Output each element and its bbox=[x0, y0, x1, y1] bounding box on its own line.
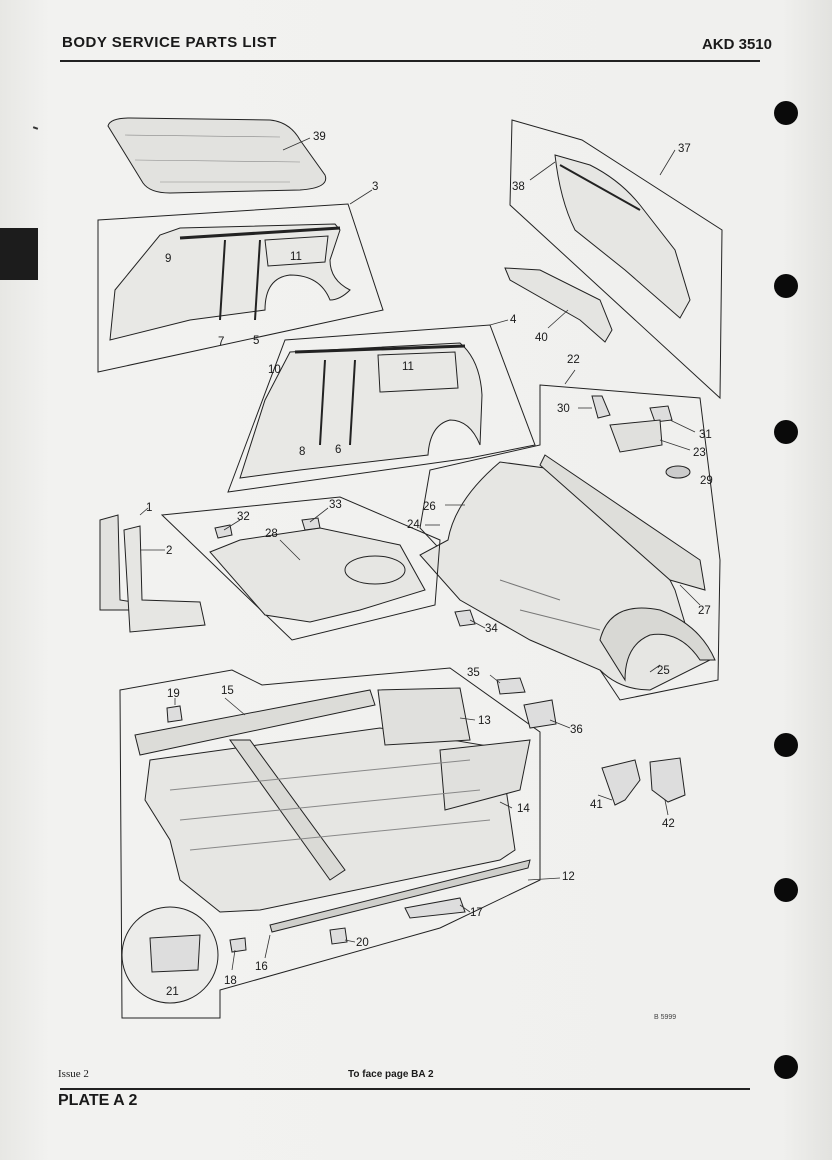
part-40-rear-valance bbox=[504, 267, 613, 343]
binder-hole bbox=[774, 420, 798, 444]
part-4-outline-box bbox=[227, 324, 536, 493]
binder-hole bbox=[774, 733, 798, 757]
plate-title: PLATE A 2 bbox=[58, 1092, 138, 1109]
label-part-5: 5 bbox=[253, 335, 259, 347]
binder-hole bbox=[774, 1055, 798, 1079]
drawing-reference: B 5999 bbox=[654, 1014, 677, 1021]
label-part-31: 31 bbox=[699, 429, 712, 441]
label-part-22: 22 bbox=[567, 354, 580, 366]
part-33-bracket bbox=[301, 517, 321, 531]
label-part-32: 32 bbox=[237, 511, 250, 523]
label-part-12: 12 bbox=[562, 871, 575, 883]
part-41-bracket bbox=[601, 759, 641, 806]
part-4-body-side-panel bbox=[239, 342, 483, 479]
label-part-26: 26 bbox=[423, 501, 436, 513]
part-12-main-floor-assembly bbox=[134, 687, 531, 933]
label-part-10: 10 bbox=[268, 364, 281, 376]
part-1-2-pillar-panels bbox=[99, 514, 206, 633]
label-part-37: 37 bbox=[678, 143, 691, 155]
label-part-9: 9 bbox=[165, 253, 171, 265]
issue-number: Issue 2 bbox=[58, 1068, 89, 1080]
label-part-1: 1 bbox=[146, 502, 152, 514]
label-part-30: 30 bbox=[557, 403, 570, 415]
part-34-bracket bbox=[454, 609, 476, 627]
label-part-34: 34 bbox=[485, 623, 498, 635]
part-32-bracket bbox=[214, 524, 233, 539]
label-part-33: 33 bbox=[329, 499, 342, 511]
label-part-6: 6 bbox=[335, 444, 341, 456]
label-part-35: 35 bbox=[467, 667, 480, 679]
part-22-rear-floor-assembly bbox=[419, 454, 716, 691]
label-part-2: 2 bbox=[166, 545, 172, 557]
label-part-8: 8 bbox=[299, 446, 305, 458]
part-3-body-side-panel bbox=[109, 223, 351, 341]
label-part-16: 16 bbox=[255, 961, 268, 973]
label-part-3: 3 bbox=[372, 181, 378, 193]
part-31-bracket bbox=[649, 405, 673, 423]
label-part-20: 20 bbox=[356, 937, 369, 949]
label-part-42: 42 bbox=[662, 818, 675, 830]
label-part-4: 4 bbox=[510, 314, 517, 326]
label-part-7: 7 bbox=[218, 336, 224, 348]
part-37-outline-box bbox=[509, 119, 723, 400]
label-part-23: 23 bbox=[693, 447, 706, 459]
label-part-11: 11 bbox=[290, 251, 302, 263]
part-30-bracket bbox=[591, 395, 611, 419]
label-part-15: 15 bbox=[221, 685, 234, 697]
part-18-bracket bbox=[229, 937, 247, 953]
leader-lines bbox=[139, 137, 701, 971]
binder-hole bbox=[774, 101, 798, 125]
label-part-41: 41 bbox=[590, 799, 603, 811]
header-rule bbox=[60, 60, 760, 62]
label-part-13: 13 bbox=[478, 715, 491, 727]
label-part-38: 38 bbox=[512, 181, 525, 193]
part-39-rear-window-glass bbox=[107, 117, 327, 194]
part-35-bracket bbox=[496, 677, 526, 695]
part-42-bracket bbox=[649, 757, 686, 803]
label-part-17: 17 bbox=[470, 907, 483, 919]
label-part-39: 39 bbox=[313, 131, 326, 143]
label-part-25: 25 bbox=[657, 665, 670, 677]
label-part-40: 40 bbox=[535, 332, 548, 344]
label-part-21: 21 bbox=[166, 986, 179, 998]
label-part-28: 28 bbox=[265, 528, 278, 540]
part-20-bracket bbox=[329, 927, 348, 945]
binder-hole bbox=[774, 878, 798, 902]
part-12-outline-box bbox=[119, 667, 541, 1019]
part-29-plug bbox=[665, 465, 691, 479]
footer-rule bbox=[60, 1088, 750, 1090]
part-28-rear-floor-pan bbox=[209, 527, 426, 623]
part-17-rail bbox=[404, 897, 466, 919]
label-part-29: 29 bbox=[700, 475, 713, 487]
part-36-bracket bbox=[523, 699, 557, 729]
part-3-outline-box bbox=[97, 203, 384, 373]
part-23-battery-box bbox=[609, 419, 663, 453]
part-28-outline-box bbox=[160, 496, 441, 641]
label-part-36: 36 bbox=[570, 724, 583, 736]
label-part-19: 19 bbox=[167, 688, 180, 700]
section-tab-marker bbox=[0, 228, 38, 280]
part-37-rear-panel bbox=[554, 154, 691, 319]
page-title: BODY SERVICE PARTS LIST bbox=[62, 34, 277, 51]
document-code: AKD 3510 bbox=[701, 36, 772, 53]
label-part-27: 27 bbox=[698, 605, 711, 617]
label-part-11b: 11 bbox=[402, 361, 414, 373]
part-21-clip bbox=[149, 934, 201, 973]
binder-hole bbox=[774, 274, 798, 298]
label-part-14: 14 bbox=[517, 803, 530, 815]
part-19-bracket bbox=[166, 705, 183, 723]
face-page-note: To face page BA 2 bbox=[348, 1069, 434, 1080]
label-part-18: 18 bbox=[224, 975, 237, 987]
label-part-24: 24 bbox=[407, 519, 420, 531]
